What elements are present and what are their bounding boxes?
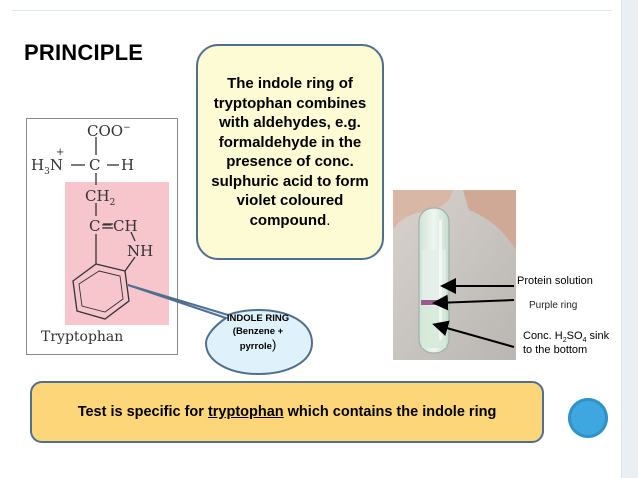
alpha-carbon: C <box>89 156 100 174</box>
h3n-text: H3N <box>31 156 63 177</box>
principle-text: The indole ring of tryptophan combines w… <box>211 75 369 229</box>
acid-label: Conc. H2SO4 sink <box>523 330 610 345</box>
ch2-text: CH2 <box>85 187 115 208</box>
purple-ring-label: Purple ring <box>529 300 578 311</box>
slide-top-rule <box>12 10 612 11</box>
conclusion-tryptophan: tryptophan <box>207 404 284 420</box>
tryptophan-structure: COO− H3N + C H CH2 C=CH NH Tryptophan <box>26 118 178 355</box>
alpha-hydrogen: H <box>121 156 134 174</box>
indole-callout-text: INDOLE RING (Benzene + pyrrole) <box>214 312 302 353</box>
accent-circle <box>568 398 608 438</box>
conclusion-after: which contains the indole ring <box>287 404 497 420</box>
arrow-purple <box>432 294 515 311</box>
tryptophan-label: Tryptophan <box>41 329 124 345</box>
c-eq-ch-text: C=CH <box>89 217 138 235</box>
slide-right-frame <box>621 0 638 478</box>
callout-line1: INDOLE RING <box>226 313 290 324</box>
plus-charge: + <box>56 147 64 158</box>
coo-text: COO− <box>87 122 131 140</box>
indole-highlight <box>65 182 169 325</box>
arrow-acid <box>432 320 515 348</box>
acid-label-line2: to the bottom <box>523 344 588 356</box>
protein-solution-label: Protein solution <box>517 275 593 287</box>
tryptophan-structure-drawing: COO− H3N + C H CH2 C=CH NH <box>31 122 169 325</box>
callout-line2: (Benzene + <box>232 326 284 337</box>
principle-textbox: The indole ring of tryptophan combines w… <box>196 44 384 260</box>
conclusion-box: Test is specific for tryptophan which co… <box>30 381 544 443</box>
slide-title: PRINCIPLE <box>24 40 144 65</box>
nh-text: NH <box>127 242 153 260</box>
callout-line3: pyrrole) <box>239 337 277 352</box>
conclusion-before: Test is specific for <box>77 404 204 420</box>
